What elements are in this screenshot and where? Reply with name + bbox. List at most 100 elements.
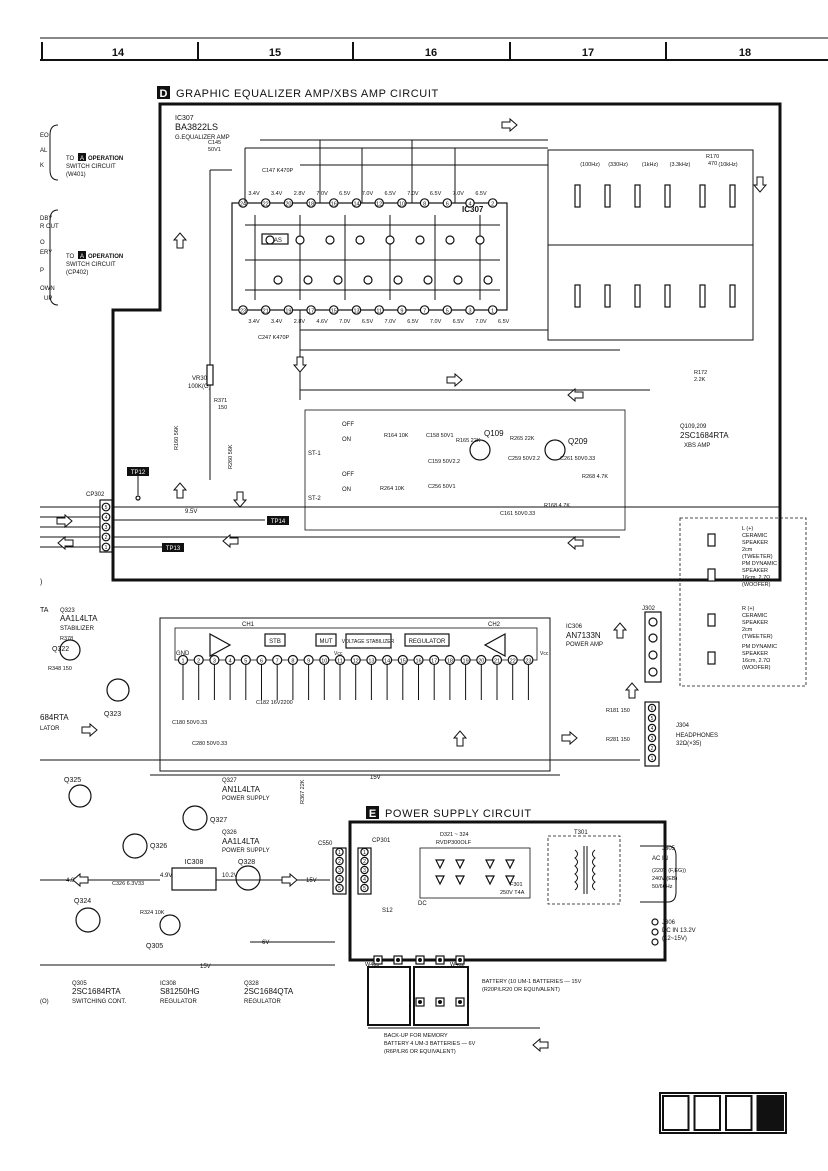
diode-icon (485, 875, 495, 886)
svg-text:OFF: OFF (342, 472, 354, 478)
svg-text:C550: C550 (318, 841, 333, 847)
ic307-pin-number: 17 (308, 309, 314, 315)
cp301-pin-number: 5 (363, 886, 366, 892)
ic307-internal-transistor (483, 275, 493, 285)
ic307-pin-voltage: 6.5V (407, 319, 419, 325)
svg-text:W403: W403 (365, 962, 379, 968)
ic306-pin-number: 22 (510, 659, 516, 665)
c550-pin-number: 4 (338, 877, 341, 883)
ic306-block: CH1 CH2 STB MUT VOLTAGE STABILIZER REGUL… (159, 617, 551, 772)
ic306-pin-number: 9 (307, 659, 310, 665)
j304-pin (647, 723, 657, 733)
svg-text:OFF: OFF (342, 422, 354, 428)
svg-text:C326 6.3V33: C326 6.3V33 (112, 881, 144, 887)
svg-text:IC306: IC306 (566, 624, 583, 630)
diode-icon (505, 859, 515, 870)
cp301-pin-number: 4 (363, 877, 366, 883)
svg-text:Q328: Q328 (238, 859, 255, 866)
j304-pin (647, 733, 657, 743)
ic307-pin (487, 198, 498, 208)
ic306-block-stabilizer: VOLTAGE STABILIZER (342, 639, 395, 645)
ic307-internal-transistor (453, 275, 463, 285)
svg-text:S12: S12 (382, 908, 393, 914)
c550-pin (335, 856, 344, 866)
ac-in-label: AC IN (652, 856, 668, 862)
ic307-pin-number: 18 (308, 202, 314, 208)
speaker-spec-text: SPEAKER (742, 540, 768, 546)
xbs-amp: ST-1 ST-2 OFF ON OFF ON Q109 Q209 R164 1… (304, 409, 626, 531)
flow-arrow-icon (752, 176, 768, 193)
svg-text:C180 50V0.33: C180 50V0.33 (172, 720, 207, 726)
ic307-part: BA3822LS (175, 122, 218, 132)
svg-text:R348 150: R348 150 (48, 666, 72, 672)
ruler-col-18: 18 (739, 47, 751, 59)
ic306-pin-number: 20 (478, 659, 484, 665)
svg-text:R371: R371 (214, 398, 227, 404)
op-switch-1-name: OPERATION (88, 156, 123, 162)
speaker-spec-text: (TWEETER) (742, 634, 773, 640)
svg-text:R164 10K: R164 10K (384, 433, 409, 439)
svg-text:SWITCHING CONT.: SWITCHING CONT. (72, 999, 126, 1005)
battery-contact-dot (458, 958, 462, 962)
ic307-internal-transistor (303, 275, 313, 285)
flow-arrow-icon (72, 872, 89, 888)
ic308-label: IC308 (185, 859, 204, 866)
svg-text:BATTERY 4 UM-3 BATTERIES — 6V: BATTERY 4 UM-3 BATTERIES — 6V (384, 1041, 476, 1047)
ic307-pin-number: 24 (240, 202, 246, 208)
speaker-spec-text: (WOOFER) (742, 665, 771, 671)
ic307-internal-transistor (265, 235, 275, 245)
svg-text:IC307: IC307 (175, 115, 194, 122)
filter-resistor (574, 284, 581, 308)
svg-text:): ) (40, 579, 42, 586)
svg-text:R170: R170 (706, 154, 719, 160)
svg-text:BIAS: BIAS (268, 238, 282, 244)
ic307-pin (306, 198, 316, 208)
ic307-internal-transistor (325, 235, 335, 245)
q109-label: Q109 (484, 429, 504, 438)
ic307-pin (328, 198, 339, 208)
ic306-pin-number: 5 (244, 659, 247, 665)
speaker-spec-text: CERAMIC (742, 613, 767, 619)
ic306-pin-number: 8 (291, 659, 294, 665)
ic306-pin-number: 21 (494, 659, 500, 665)
svg-text:IC307: IC307 (462, 205, 484, 214)
ic307-pin-number: 5 (446, 309, 449, 315)
svg-text:TA: TA (40, 607, 49, 614)
svg-text:IC308: IC308 (160, 981, 177, 987)
cp302-pin-number: 5 (105, 505, 108, 511)
op-switch-2-name: OPERATION (88, 254, 123, 260)
cp302-pin (101, 532, 111, 542)
svg-text:STABILIZER: STABILIZER (60, 626, 95, 632)
flow-arrow-icon (612, 622, 628, 639)
ic307-internal-transistor (445, 235, 455, 245)
power-supply-part-labels: Q305 2SC1684RTA SWITCHING CONT. IC308 S8… (40, 981, 294, 1005)
flow-arrow-icon (281, 872, 298, 888)
speaker-spec-text: PM DYNAMIC (742, 561, 777, 567)
c550-pin (335, 865, 344, 875)
ic306-pin-number: 18 (447, 659, 453, 665)
q328-part: 2SC1684QTA (244, 987, 294, 996)
cp302-pin (101, 512, 111, 522)
svg-text:TP13: TP13 (166, 546, 181, 552)
svg-text:4.9V: 4.9V (66, 878, 78, 884)
battery-contact-dot (458, 1000, 462, 1004)
j306-dc-in: J306 DC IN 13.2V (12~15V) (651, 918, 696, 946)
ic307-pin (306, 305, 316, 315)
column-ruler: 14 15 16 17 18 (40, 37, 828, 61)
svg-text:150: 150 (218, 405, 227, 411)
ic306-pin-number: 13 (368, 659, 374, 665)
diode-icon (435, 859, 445, 870)
battery-contact-dot (438, 1000, 442, 1004)
svg-text:TO: TO (66, 254, 75, 260)
j302-connector: J302 (642, 606, 662, 683)
battery-contact-dot (418, 958, 422, 962)
ic307-internal-transistor (393, 275, 403, 285)
ic307-pin (238, 305, 248, 315)
svg-text:W402: W402 (450, 962, 464, 968)
ic307-pin (283, 198, 294, 208)
svg-text:G.EQUALIZER AMP: G.EQUALIZER AMP (175, 135, 230, 141)
ic307-pin-number: 13 (353, 309, 359, 315)
svg-text:REGULATOR: REGULATOR (160, 999, 197, 1005)
